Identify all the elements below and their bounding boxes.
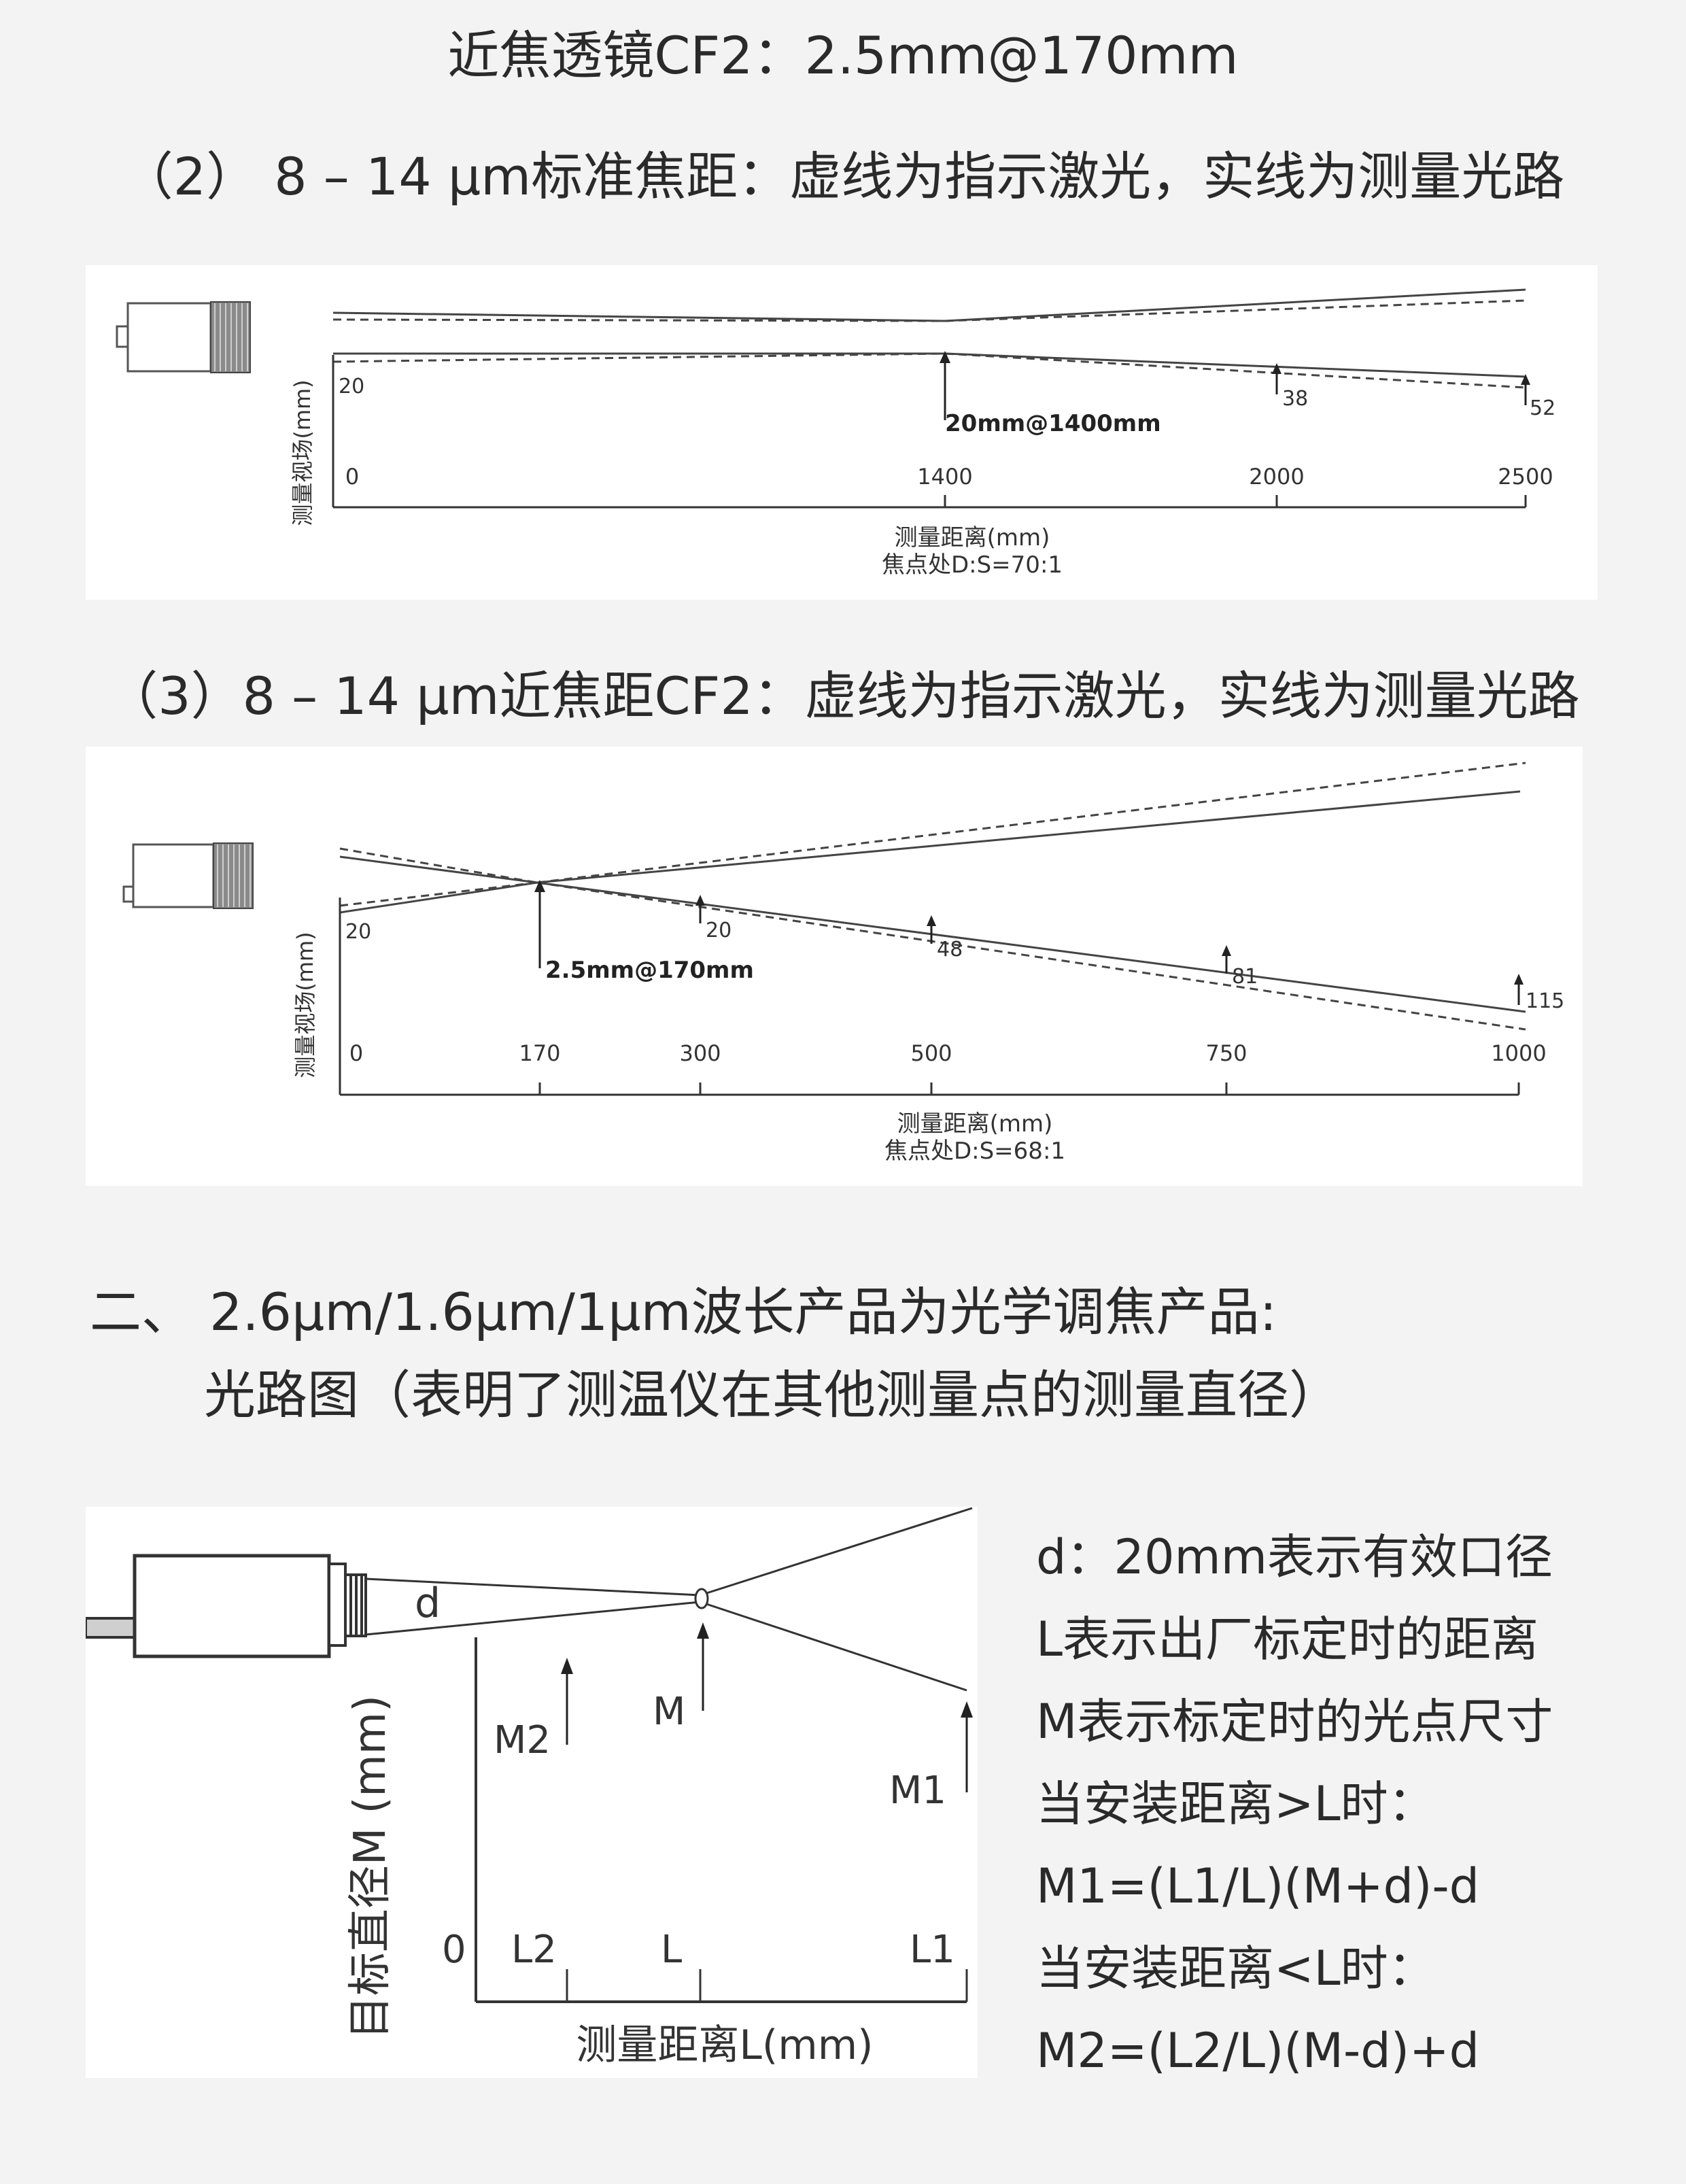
focus-label: 20mm@1400mm [945, 410, 1161, 437]
focus-spot [694, 1588, 709, 1609]
tick-label-2: 2000 [1249, 464, 1304, 490]
beam-lower-near [365, 1601, 701, 1636]
beam-lower-dashed-2 [944, 352, 1526, 389]
l-label: L [661, 1928, 682, 1972]
ratio-label: 焦点处D:S=70:1 [882, 551, 1063, 579]
diagram1-panel: 20 20mm@1400mm 38 52 0 1400 2000 2500 测量… [86, 265, 1598, 600]
beam-lower-dashed-2 [536, 881, 1526, 1031]
legend-line-7: M2=(L2/L)(M-d)+d [1036, 2023, 1480, 2079]
y-axis-label: 目标直径M (mm) [345, 1695, 396, 2039]
m2-label: M2 [494, 1718, 551, 1762]
top-caption: 近焦透镜CF2：2.5mm@170mm [447, 25, 1239, 86]
beam-upper-dashed-2 [536, 762, 1526, 884]
y-axis-label: 测量视场(mm) [292, 932, 318, 1078]
diagram3-panel: d M2 M M1 0 L2 L L1 测量距离L(mm) 目标直径M (mm) [86, 1507, 978, 2078]
aperture-label: d [415, 1580, 441, 1627]
spot-label-3: 81 [1232, 965, 1258, 989]
legend-line-6: 当安装距离<L时： [1036, 1941, 1436, 1996]
tick-label-0: 0 [345, 464, 359, 490]
beam-upper-solid-2 [536, 790, 1521, 884]
beam-lower-solid [339, 881, 538, 914]
beam-upper-far [700, 1507, 973, 1597]
spot-label-2: 48 [937, 938, 963, 961]
beam-lower-dashed [339, 881, 538, 907]
beam-upper-dashed-2 [944, 299, 1526, 322]
tick-label-0: 0 [349, 1040, 363, 1066]
beam-lower-solid-2 [944, 352, 1526, 378]
beam-upper-solid [339, 855, 538, 884]
m-label: M [653, 1690, 685, 1734]
y-start-label: 20 [339, 375, 364, 398]
diagram1-svg: 20 20mm@1400mm 38 52 0 1400 2000 2500 测量… [116, 288, 1555, 579]
l2-label: L2 [511, 1928, 557, 1972]
legend-line-5: M1=(L1/L)(M+d)-d [1036, 1858, 1480, 1914]
spot-label-1: 38 [1282, 387, 1308, 411]
section2-line2: 光路图（表明了测温仪在其他测量点的测量直径） [204, 1365, 1341, 1425]
focus-label: 2.5mm@170mm [545, 957, 754, 984]
beam-upper-dashed [332, 318, 946, 322]
diagram3-svg: d M2 M M1 0 L2 L L1 测量距离L(mm) 目标直径M (mm) [86, 1507, 973, 2069]
diagram2-heading: （3）8 – 14 μm近焦距CF2：虚线为指示激光，实线为测量光路 [106, 666, 1580, 726]
x-axis-label: 测量距离(mm) [895, 524, 1050, 551]
section2-line1: 二、 2.6μm/1.6μm/1μm波长产品为光学调焦产品: [90, 1282, 1277, 1342]
legend-line-1: d：20mm表示有效口径 [1036, 1529, 1553, 1585]
formula-legend: d：20mm表示有效口径 L表示出厂标定时的距离 M表示标定时的光点尺寸 当安装… [1036, 1516, 1553, 2092]
sensor-icon [86, 1554, 367, 1658]
beam-upper-near [365, 1577, 701, 1597]
tick-label-5: 1000 [1491, 1040, 1546, 1066]
beam-upper-dashed [339, 847, 538, 884]
beam-lower-solid-2 [536, 881, 1526, 1013]
diagram2-svg: 20 2.5mm@170mm 20 48 81 115 0 170 300 50… [122, 762, 1564, 1165]
tick-label-4: 750 [1205, 1040, 1247, 1066]
x-axis-label: 测量距离L(mm) [576, 2021, 873, 2069]
diagram2-panel: 20 2.5mm@170mm 20 48 81 115 0 170 300 50… [86, 747, 1583, 1186]
spot-label-2: 52 [1530, 396, 1555, 420]
beam-lower-dashed [332, 352, 946, 363]
tick-label-3: 2500 [1498, 464, 1553, 490]
sensor-icon [122, 842, 254, 909]
beam-upper-solid-2 [944, 288, 1526, 322]
spot-label-4: 115 [1526, 989, 1564, 1013]
legend-line-3: M表示标定时的光点尺寸 [1036, 1694, 1553, 1750]
legend-line-4: 当安装距离>L时： [1036, 1776, 1436, 1832]
legend-line-2: L表示出厂标定时的距离 [1036, 1611, 1538, 1667]
beam-upper-solid [332, 311, 946, 322]
diagram1-heading: （2） 8 – 14 μm标准焦距：虚线为指示激光，实线为测量光路 [121, 146, 1565, 207]
y-axis-label: 测量视场(mm) [290, 379, 315, 526]
tick-label-1: 170 [519, 1040, 560, 1066]
tick-label-1: 1400 [917, 464, 972, 490]
origin-label: 0 [442, 1928, 466, 1972]
sensor-icon [116, 301, 251, 373]
x-axis-label: 测量距离(mm) [897, 1110, 1053, 1138]
tick-label-2: 300 [679, 1040, 721, 1066]
l1-label: L1 [910, 1928, 955, 1972]
tick-label-3: 500 [910, 1040, 952, 1066]
spot-label-1: 20 [706, 919, 732, 942]
y-start-label: 20 [345, 920, 371, 944]
ratio-label: 焦点处D:S=68:1 [884, 1138, 1065, 1165]
beam-lower-far [700, 1601, 967, 1692]
m1-label: M1 [889, 1769, 946, 1813]
